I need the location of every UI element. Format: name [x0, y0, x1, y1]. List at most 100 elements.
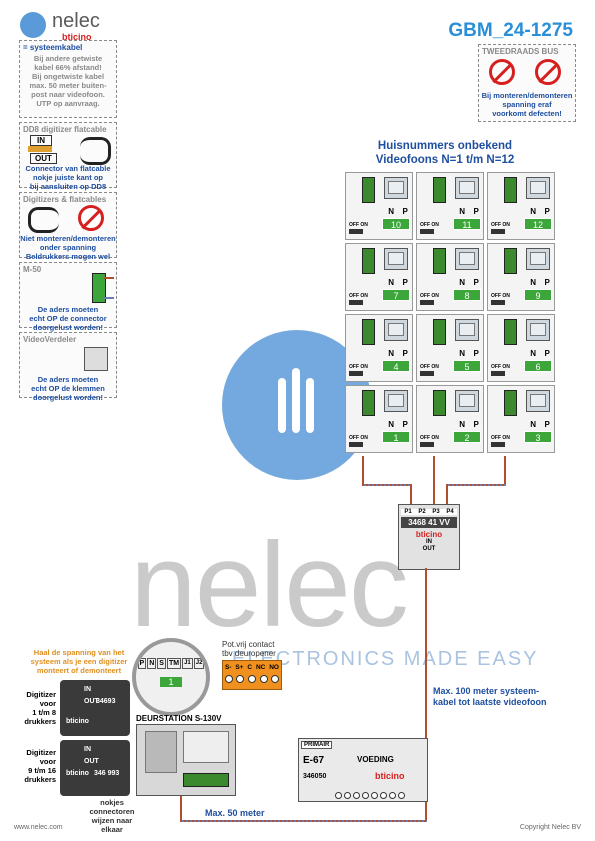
off-on-switch: OFF ON	[420, 364, 439, 376]
sidebar-videoverdeler: VideoVerdeler De aders moeten echt OP de…	[19, 332, 117, 402]
off-on-switch: OFF ON	[349, 364, 368, 376]
digitizer1-line: voor	[39, 699, 56, 708]
relay-label: NC	[255, 664, 266, 671]
digitizer2-in: IN	[84, 746, 91, 753]
bus-warning-box: TWEEDRAADS BUS Bij monteren/demonteren s…	[478, 44, 576, 122]
unit-number: 8	[453, 289, 481, 301]
videoverdeler-line: doorgelust worden!	[33, 393, 103, 402]
psu-brand: bticino	[375, 771, 405, 781]
p-label: P	[544, 207, 550, 216]
digitizers-line: Beldrukkers mogen wel	[25, 252, 111, 261]
bus-wire	[446, 484, 448, 504]
off-on-switch: OFF ON	[491, 364, 510, 376]
m50-title: M-50	[23, 265, 42, 274]
psu-module: PRIMAIR E-67 VOEDING 346050 bticino	[298, 738, 428, 802]
systeemkabel-line: post naar videofoon.	[31, 90, 105, 99]
potvrij-note: Pot.vrij contact tbv deuropener	[222, 640, 276, 658]
unit-number: 10	[382, 218, 410, 230]
digitizer1-brand: bticino	[66, 718, 89, 725]
digitizer2-out: OUT	[84, 758, 99, 765]
doorstation-module	[136, 724, 236, 796]
logo-partner: bticino	[62, 32, 92, 42]
max100-line: kabel tot laatste videofoon	[433, 697, 547, 707]
monitor-icon	[526, 390, 550, 412]
max100-note: Max. 100 meter systeem- kabel tot laatst…	[433, 686, 547, 708]
n-label: N	[388, 349, 394, 358]
off-on-switch: OFF ON	[491, 435, 510, 447]
digitizer-label: Digitizer voor 9 t/m 16 drukkers	[20, 748, 56, 784]
n-label: N	[530, 349, 536, 358]
digitizer1-in: IN	[84, 686, 91, 693]
n-label: N	[459, 278, 465, 287]
n-label: N	[388, 420, 394, 429]
bus-wire	[504, 456, 506, 486]
distributor-model: 3468 41 VV	[401, 517, 457, 528]
watermark-tagline: ELECTRONICS MADE EASY	[232, 648, 539, 670]
video-distributor: P1 P2 P3 P4 3468 41 VV bticino IN OUT	[398, 504, 460, 570]
systeemkabel-line: max. 50 meter buiten-	[29, 81, 107, 90]
nokjes-note: nokjes connectoren wijzen naar elkaar	[82, 798, 142, 834]
digitizer1-line: 1 t/m 8	[32, 708, 56, 717]
videoverdeler-title: VideoVerdeler	[23, 335, 77, 344]
p-label: P	[544, 278, 550, 287]
port-label: P4	[446, 509, 454, 515]
monitor-icon	[526, 248, 550, 270]
p-label: P	[473, 207, 479, 216]
systeemkabel-line: UTP op aanvraag.	[36, 99, 100, 108]
digitizers-line: onder spanning	[39, 243, 97, 252]
p-label: P	[544, 349, 550, 358]
digitizer2-line: drukkers	[24, 775, 56, 784]
off-on-switch: OFF ON	[491, 293, 510, 305]
n-label: N	[459, 420, 465, 429]
distributor-out: OUT	[422, 546, 436, 552]
watermark-text: nelec	[130, 518, 409, 652]
monitor-icon	[384, 177, 408, 199]
unit-number: 2	[453, 431, 481, 443]
m50-wire-icon	[104, 277, 114, 299]
verdeler-box-icon	[84, 347, 108, 371]
m50-line: echt OP de connector	[29, 314, 107, 323]
monitor-icon	[455, 390, 479, 412]
port-label: P3	[432, 509, 440, 515]
footer-url[interactable]: www.nelec.com	[14, 824, 63, 831]
nokjes-line: nokjes connectoren	[89, 798, 135, 816]
unit-number: 6	[524, 360, 552, 372]
off-on-switch: OFF ON	[349, 293, 368, 305]
unit-number: 7	[382, 289, 410, 301]
grid-subtitle: Videofoons N=1 t/m N=12	[375, 154, 515, 166]
dd8-in-label: IN	[30, 135, 52, 146]
footer-copyright: Copyright Nelec BV	[519, 824, 581, 831]
p-label: P	[402, 207, 408, 216]
monitor-icon	[384, 319, 408, 341]
unit-number: 9	[524, 289, 552, 301]
terminal-label: J1	[182, 658, 193, 669]
digitizer2-line: voor	[39, 757, 56, 766]
bus-warning-line: voorkomt defecten!	[492, 109, 562, 118]
n-label: N	[530, 278, 536, 287]
connector-cable-icon	[80, 137, 111, 165]
monitor-icon	[384, 248, 408, 270]
digitizer2-brand: bticino	[66, 770, 89, 777]
bus-wire	[446, 484, 506, 486]
digitizers-title: Digitizers & flatcables	[23, 195, 107, 204]
monitor-icon	[455, 248, 479, 270]
relay-block: S- S+ C NC NO	[222, 660, 282, 690]
digitizer-module: IN OUT bticino 34693	[60, 680, 130, 736]
distributor-in: IN	[426, 539, 432, 545]
port-label: P2	[418, 509, 426, 515]
digitizer2-line: Digitizer	[26, 748, 56, 757]
sidebar-m50: M-50 De aders moeten echt OP de connecto…	[19, 262, 117, 332]
digitizer-module: IN OUT bticino 346 993	[60, 740, 130, 796]
dd8-line: nokje juiste kant op	[32, 173, 103, 182]
monitor-icon	[384, 390, 408, 412]
grid-title: Huisnummers onbekend	[377, 140, 513, 152]
unit-number: 12	[524, 218, 552, 230]
off-on-switch: OFF ON	[420, 222, 439, 234]
psu-model: E-67	[303, 755, 325, 766]
